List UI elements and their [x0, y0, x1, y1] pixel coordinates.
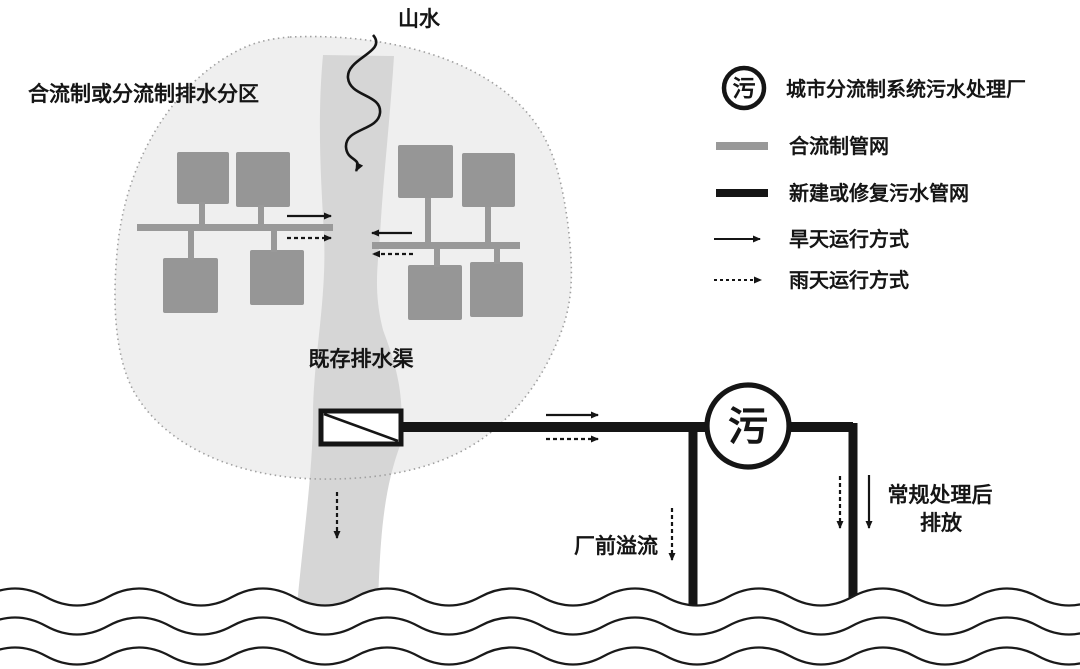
treated-discharge-label-line2: 排放 — [920, 510, 963, 535]
treated-discharge-label-line1: 常规处理后 — [888, 482, 993, 507]
building — [250, 250, 304, 305]
building — [236, 152, 290, 207]
service-connection — [271, 229, 277, 252]
legend-item-new-pipe: 新建或修复污水管网 — [716, 181, 969, 205]
sewage-pipes — [401, 422, 858, 606]
building — [163, 258, 218, 313]
new-pipe-swatch — [716, 189, 768, 197]
building-cluster-left — [137, 152, 333, 313]
building — [398, 145, 453, 198]
combined-sewer-main — [372, 242, 520, 249]
pre-plant-overflow-label: 厂前溢流 — [574, 533, 658, 558]
interceptor-box-diagonal — [323, 412, 399, 443]
combined-pipe-swatch — [716, 142, 768, 150]
legend-item-dry-weather: 旱天运行方式 — [714, 227, 909, 251]
building-cluster-right — [371, 145, 523, 320]
building — [408, 265, 462, 320]
district-border — [114, 35, 573, 480]
legend-label: 雨天运行方式 — [789, 268, 909, 292]
legend-label: 新建或修复污水管网 — [789, 181, 969, 205]
combined-sewer-main — [137, 224, 333, 231]
service-connection — [188, 229, 194, 260]
service-connection — [425, 198, 431, 244]
legend-item-treatment-plant: 污 城市分流制系统污水处理厂 — [721, 65, 1026, 111]
service-connection — [434, 246, 440, 267]
stream-channel-band — [297, 55, 402, 606]
treatment-plant-symbol: 污 — [728, 403, 768, 450]
service-connection — [494, 246, 500, 264]
building — [470, 262, 523, 317]
legend-label: 城市分流制系统污水处理厂 — [786, 77, 1026, 101]
district-label: 合流制或分流制排水分区 — [28, 81, 259, 106]
existing-channel-label: 既存排水渠 — [309, 346, 414, 371]
treatment-plant-node: 污 — [704, 382, 792, 470]
treatment-plant-legend-symbol: 污 — [733, 75, 756, 102]
wave-line — [0, 616, 1080, 636]
mountain-stream-label: 山水 — [398, 6, 441, 31]
legend-item-wet-weather: 雨天运行方式 — [714, 268, 909, 292]
treatment-plant-circle — [704, 382, 792, 470]
treatment-plant-legend-icon — [721, 65, 767, 111]
building — [177, 152, 229, 204]
interceptor-box — [318, 408, 404, 447]
legend: 污 城市分流制系统污水处理厂 合流制管网 新建或修复污水管网 旱天运行方式 雨天… — [714, 65, 1026, 292]
service-connection — [199, 202, 205, 228]
service-connection — [258, 205, 264, 228]
building — [462, 153, 515, 207]
legend-label: 合流制管网 — [789, 134, 889, 158]
service-connection — [485, 207, 491, 244]
mountain-stream-arrow — [344, 34, 382, 172]
wave-line — [0, 587, 1080, 607]
legend-item-combined-pipe: 合流制管网 — [716, 134, 889, 158]
legend-label: 旱天运行方式 — [789, 227, 909, 251]
wave-line — [0, 646, 1080, 666]
